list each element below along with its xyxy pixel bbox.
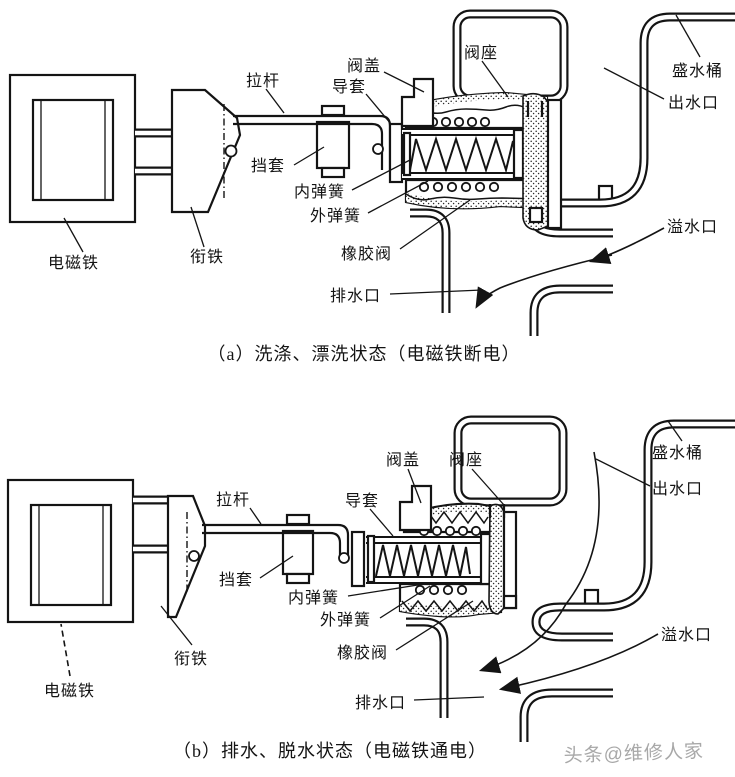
- label-drain-outlet-a: 排水口: [330, 287, 381, 305]
- valve-stem-guide-a: [512, 128, 525, 180]
- outer-spring-coils-bottom-a: [418, 181, 500, 193]
- flow-arrows-a: [475, 227, 665, 309]
- lower-rubber-band-a: [406, 193, 547, 209]
- drain-pipe-a: [410, 208, 451, 313]
- label-pull-rod-b: 拉杆: [216, 491, 250, 509]
- label-tub-b: 盛水桶: [652, 444, 703, 462]
- label-armature-b: 衔铁: [174, 650, 208, 668]
- label-water-outlet-a: 出水口: [668, 94, 719, 112]
- overflow-inflow-arrow-b: [498, 633, 659, 694]
- label-inner-spring-b: 内弹簧: [288, 588, 339, 607]
- diagram-b: 电磁铁 衔铁 拉杆 挡套 导套 内弹簧 外弹簧 橡胶阀 排水口 阀盖 阀座 盛水…: [6, 415, 735, 767]
- leader-lines-b: [60, 420, 683, 701]
- label-outer-spring-a: 外弹簧: [310, 206, 361, 225]
- valve-cover-a: [400, 77, 435, 128]
- label-valve-cover-b: 阀盖: [386, 451, 420, 469]
- guide-sleeve-b: [350, 530, 366, 588]
- diagram-a: 电磁铁 衔铁 拉杆 挡套 导套 内弹簧 外弹簧 橡胶阀 排水口 阀盖 阀座 盛水…: [8, 9, 735, 364]
- labels-b: 电磁铁 衔铁 拉杆 挡套 导套 内弹簧 外弹簧 橡胶阀 排水口 阀盖 阀座 盛水…: [44, 444, 712, 712]
- spring-seat-washer-b: [366, 534, 376, 584]
- label-inner-spring-a: 内弹簧: [294, 182, 345, 201]
- label-overflow-b: 溢水口: [661, 626, 712, 644]
- caption-a: （a）洗涤、漂洗状态（电磁铁断电）: [208, 344, 521, 364]
- valve-cover-b: [398, 484, 433, 532]
- label-valve-cover-a: 阀盖: [347, 57, 381, 75]
- label-valve-seat-b: 阀座: [449, 451, 483, 469]
- upper-rubber-band-a: [406, 93, 547, 114]
- guide-sleeve-a: [388, 122, 404, 184]
- electromagnet-a: [8, 73, 172, 224]
- label-armature-a: 衔铁: [190, 248, 224, 266]
- label-tub-a: 盛水桶: [672, 62, 723, 80]
- label-drain-outlet-b: 排水口: [355, 694, 406, 712]
- rubber-valve-body-b: [488, 503, 505, 615]
- label-stop-sleeve-b: 挡套: [219, 571, 253, 589]
- drain-flow-arrow-b: [478, 451, 600, 674]
- label-water-outlet-b: 出水口: [652, 480, 703, 498]
- label-stop-sleeve-a: 挡套: [251, 157, 285, 175]
- overflow-lower-wall-a: [529, 284, 613, 336]
- inner-spring-b: [375, 544, 471, 577]
- valve-assembly-a: [388, 77, 563, 231]
- tub-plumbing-b: [406, 415, 735, 742]
- label-overflow-a: 溢水口: [667, 218, 718, 236]
- leader-lines-a: [63, 14, 701, 295]
- drain-pipe-b: [406, 617, 449, 718]
- valve-seat-plate-a: [546, 98, 563, 230]
- label-electromagnet-b: 电磁铁: [44, 682, 95, 700]
- valve-seat-plate-b: [502, 510, 518, 610]
- electromagnet-b: [6, 478, 168, 624]
- labels-a: 电磁铁 衔铁 拉杆 挡套 导套 内弹簧 外弹簧 橡胶阀 排水口 阀盖 阀座 盛水…: [48, 44, 723, 305]
- flow-arrows-b: [478, 451, 659, 694]
- label-rubber-valve-b: 橡胶阀: [337, 644, 388, 662]
- drain-flow-arrow-a: [475, 254, 613, 309]
- overflow-lower-wall-b: [519, 688, 613, 742]
- pull-rod-b: [202, 523, 350, 564]
- watermark: 头条@维修人家: [563, 740, 704, 767]
- caption-b: （b）排水、脱水状态（电磁铁通电）: [173, 741, 487, 761]
- inner-spring-a: [409, 135, 518, 174]
- label-guide-sleeve-b: 导套: [345, 492, 379, 510]
- lower-rubber-band-b: [400, 602, 501, 617]
- label-pull-rod-a: 拉杆: [246, 72, 280, 90]
- label-electromagnet-a: 电磁铁: [48, 254, 99, 272]
- stop-sleeve-b: [281, 513, 315, 585]
- label-outer-spring-b: 外弹簧: [320, 610, 371, 629]
- spring-seat-washer-a: [402, 131, 412, 177]
- label-rubber-valve-a: 橡胶阀: [341, 245, 392, 263]
- outer-spring-coils-bottom-b: [414, 584, 468, 596]
- armature-a: [170, 88, 242, 214]
- armature-b: [166, 494, 207, 619]
- label-guide-sleeve-a: 导套: [332, 78, 366, 96]
- label-valve-seat-a: 阀座: [464, 44, 498, 62]
- valve-assembly-b: [350, 484, 518, 618]
